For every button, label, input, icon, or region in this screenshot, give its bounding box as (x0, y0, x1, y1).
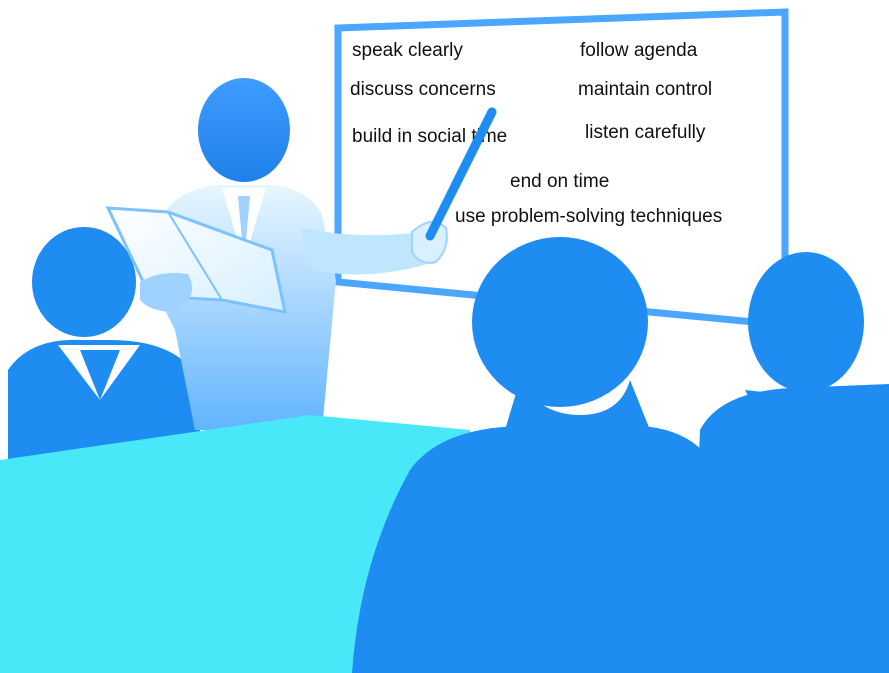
board-item-listen-carefully: listen carefully (585, 122, 706, 143)
board-item-follow-agenda: follow agenda (580, 40, 698, 61)
presenter-left-hand (140, 273, 192, 312)
presenter-tie (238, 196, 250, 262)
presenter-hand (411, 221, 448, 264)
meeting-table (0, 415, 470, 673)
paper-fold (167, 211, 223, 301)
table-top (0, 415, 470, 673)
presenter-right-arm (300, 228, 434, 275)
board-item-discuss-concerns: discuss concerns (350, 79, 496, 100)
left-attendee-tie (80, 350, 120, 400)
presenter (105, 78, 497, 430)
board-item-problem-solving: use problem-solving techniques (455, 206, 723, 227)
board-item-build-social-time: build in social time (352, 126, 508, 147)
board-item-end-on-time: end on time (510, 171, 610, 192)
left-attendee-head (32, 227, 136, 337)
presenter-head (198, 78, 290, 182)
board-item-maintain-control: maintain control (578, 79, 713, 100)
board-item-speak-clearly: speak clearly (352, 40, 463, 61)
